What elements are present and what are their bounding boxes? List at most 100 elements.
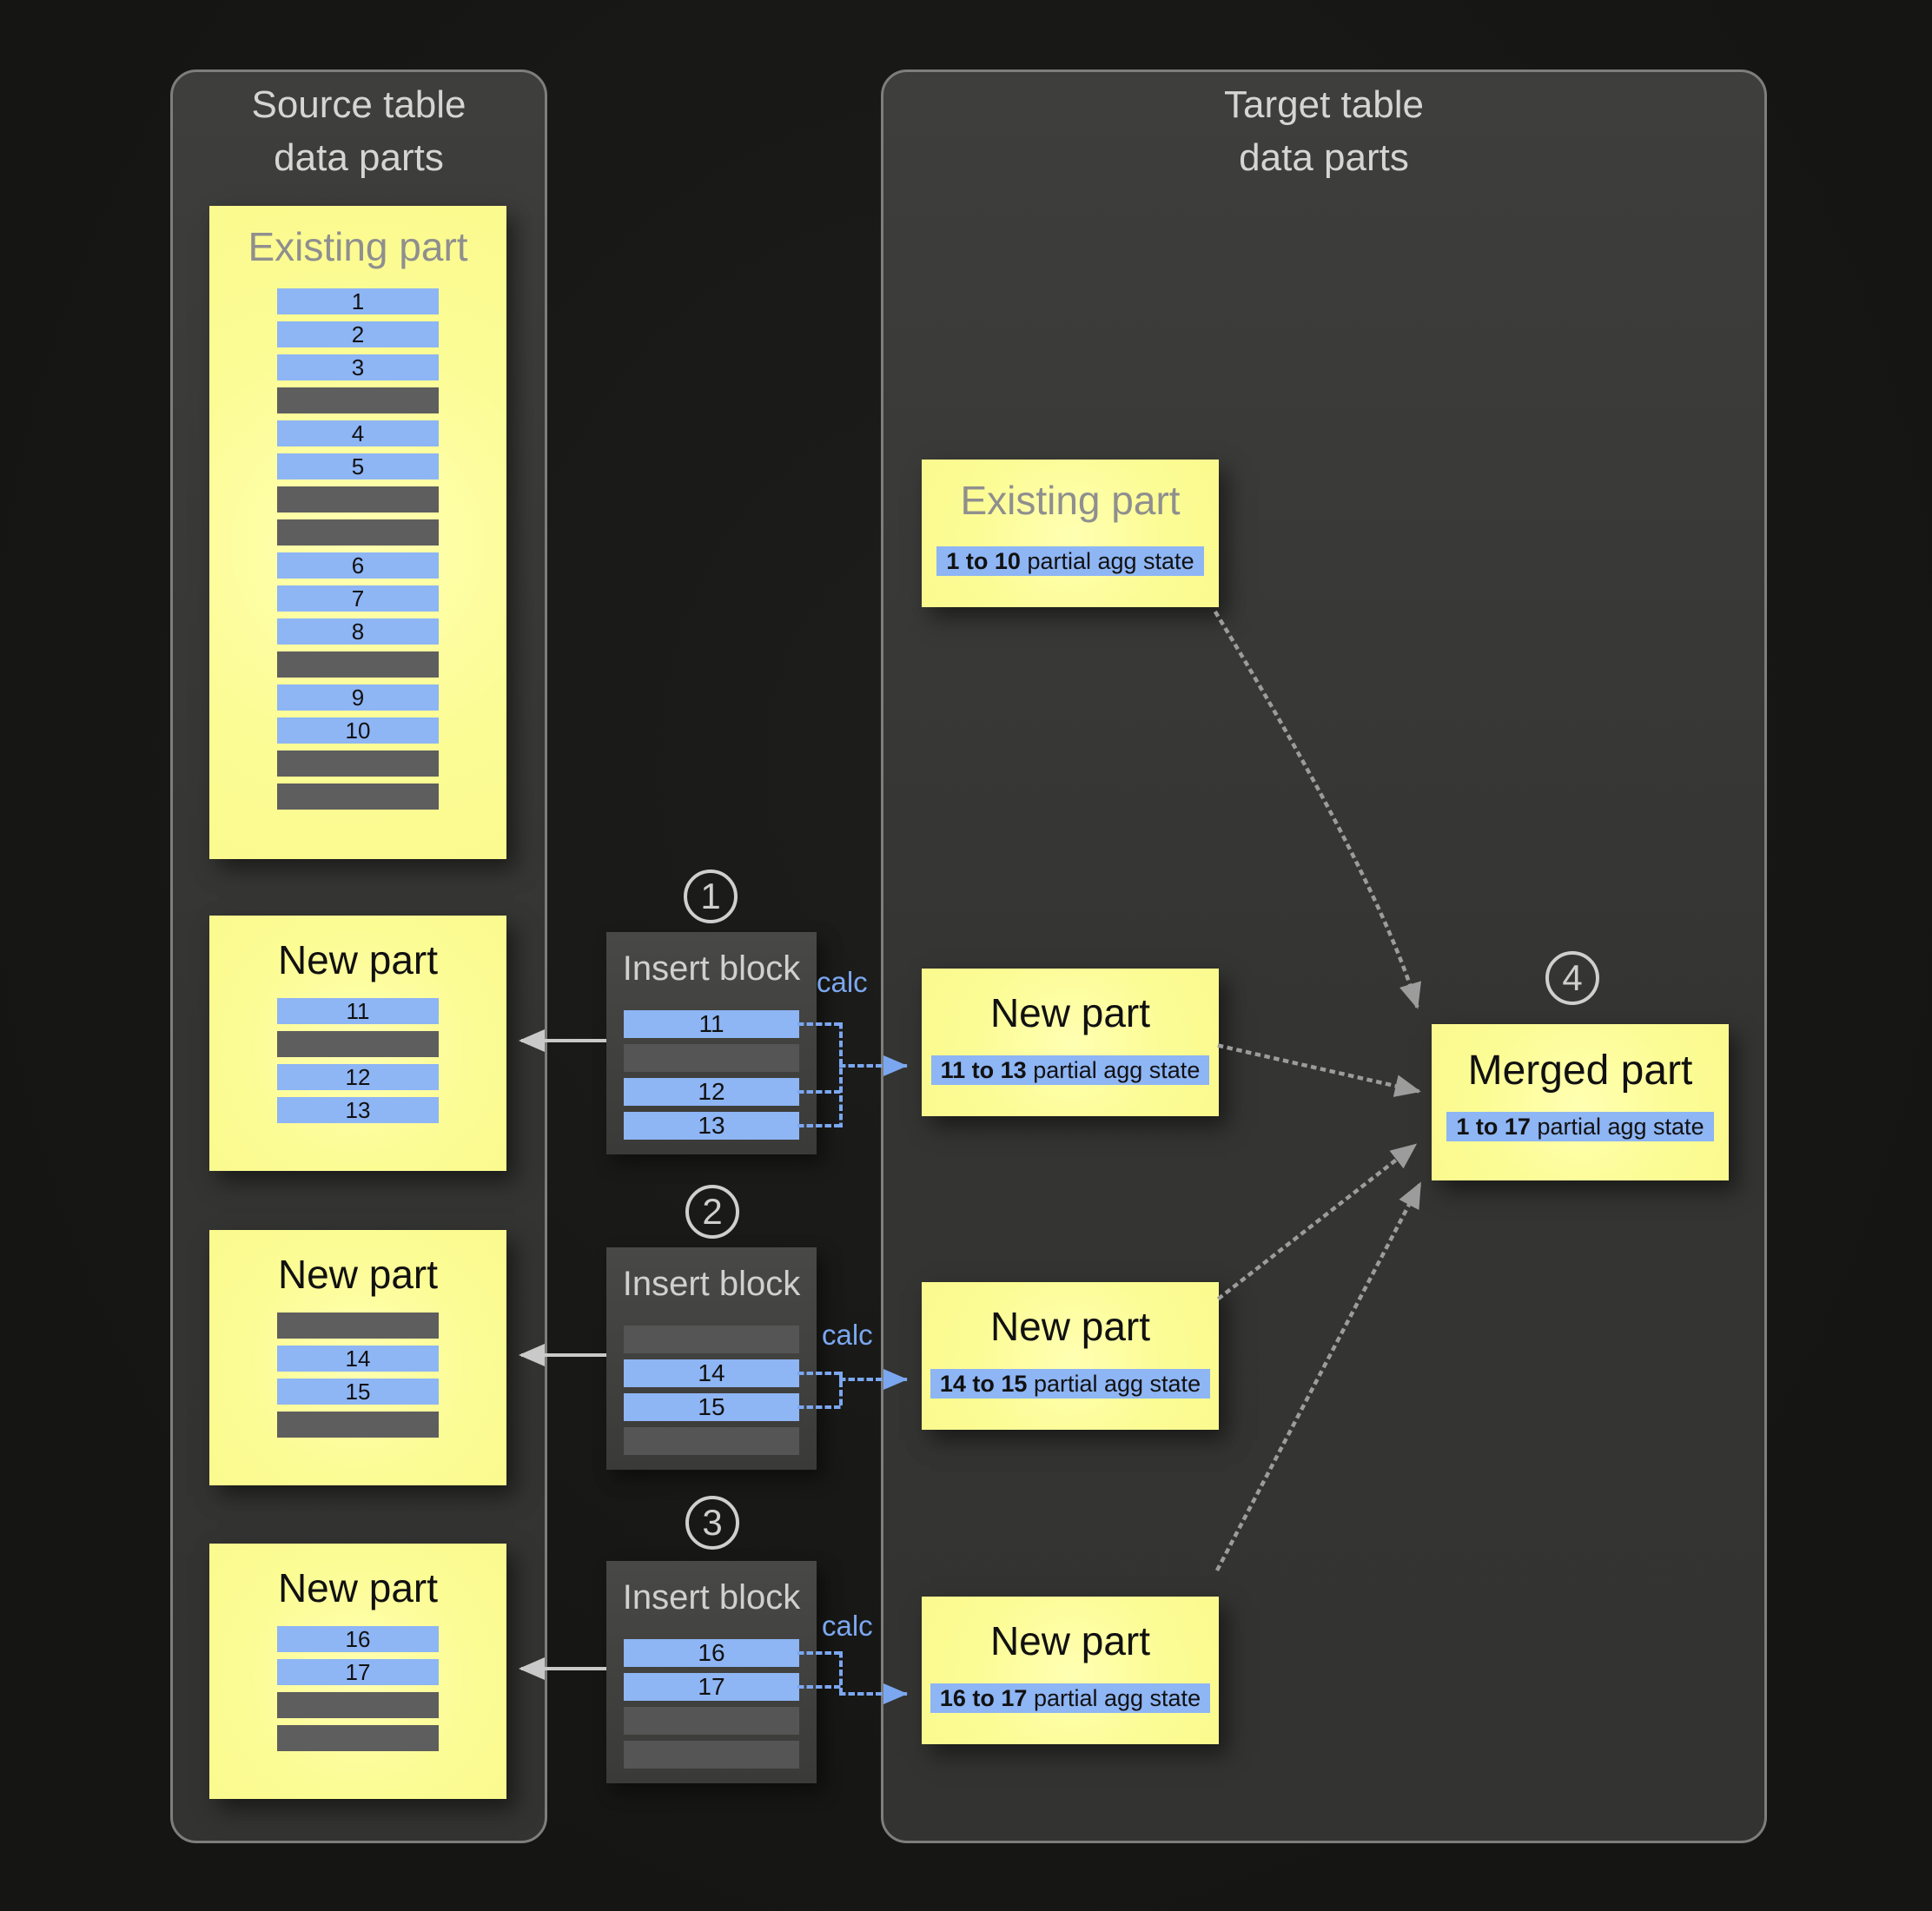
insert-block-3-title: Insert block <box>622 1578 801 1617</box>
source-panel-title: Source table data parts <box>173 79 545 184</box>
step-4-number: 4 <box>1562 957 1583 998</box>
target-new-part-2: New part 14 to 15 partial agg state <box>922 1282 1219 1430</box>
data-row: 4 <box>277 420 439 446</box>
target-merged-part-state: 1 to 17 partial agg state <box>1432 1112 1729 1141</box>
target-existing-part-title: Existing part <box>960 478 1181 523</box>
filler-row <box>277 651 439 678</box>
agg-state-text: partial agg state <box>1026 1057 1201 1083</box>
target-panel-title-line1: Target table <box>1224 83 1424 126</box>
data-row: 7 <box>277 585 439 612</box>
target-merged-part: Merged part 1 to 17 partial agg state <box>1432 1024 1729 1180</box>
target-merged-part-title: Merged part <box>1467 1048 1693 1094</box>
data-row: 10 <box>277 717 439 744</box>
source-panel-title-line2: data parts <box>274 136 444 179</box>
insert-block-2: Insert block 14 15 <box>606 1247 817 1470</box>
source-new-part-1-rows: 11 12 13 <box>277 998 439 1123</box>
filler-row <box>624 1707 799 1735</box>
source-new-part-1: New part 11 12 13 <box>209 916 506 1171</box>
target-panel-title-line2: data parts <box>1239 136 1409 179</box>
step-1-number: 1 <box>700 876 721 916</box>
target-new-part-2-state: 14 to 15 partial agg state <box>922 1369 1219 1399</box>
data-row: 12 <box>277 1064 439 1090</box>
data-row: 1 <box>277 288 439 314</box>
filler-row <box>624 1044 799 1072</box>
filler-row <box>277 387 439 413</box>
filler-row <box>624 1326 799 1353</box>
agg-state-pill: 16 to 17 partial agg state <box>930 1683 1211 1713</box>
step-3-number: 3 <box>702 1502 723 1543</box>
step-3-badge: 3 <box>685 1496 739 1550</box>
filler-row <box>277 1031 439 1057</box>
agg-state-range: 16 to 17 <box>939 1685 1028 1711</box>
agg-state-pill: 11 to 13 partial agg state <box>930 1055 1210 1085</box>
filler-row <box>277 1412 439 1438</box>
agg-state-range: 11 to 13 <box>940 1057 1027 1083</box>
data-row: 14 <box>624 1359 799 1387</box>
step-4-badge: 4 <box>1545 951 1599 1005</box>
source-new-part-1-title: New part <box>277 937 439 982</box>
filler-row <box>277 784 439 810</box>
data-row: 11 <box>277 998 439 1024</box>
step-2-number: 2 <box>702 1191 723 1232</box>
filler-row <box>277 486 439 512</box>
insert-block-2-title: Insert block <box>622 1265 801 1303</box>
agg-state-text: partial agg state <box>1027 1685 1201 1711</box>
data-row: 13 <box>624 1112 799 1140</box>
agg-state-pill: 1 to 17 partial agg state <box>1446 1112 1714 1141</box>
agg-state-pill: 14 to 15 partial agg state <box>930 1369 1211 1399</box>
step-2-badge: 2 <box>685 1185 739 1239</box>
filler-row <box>624 1427 799 1455</box>
source-new-part-2-title: New part <box>277 1252 439 1297</box>
target-new-part-3-title: New part <box>989 1618 1151 1663</box>
calc-label-3: calc <box>822 1610 873 1642</box>
data-row: 8 <box>277 618 439 645</box>
data-row: 16 <box>277 1626 439 1652</box>
source-panel-title-line1: Source table <box>251 83 466 126</box>
target-panel: Target table data parts Existing part 1 … <box>881 69 1767 1843</box>
filler-row <box>624 1741 799 1769</box>
agg-state-text: partial agg state <box>1020 548 1194 574</box>
filler-row <box>277 519 439 546</box>
calc-label-1: calc <box>817 966 868 998</box>
agg-state-pill: 1 to 10 partial agg state <box>936 546 1204 576</box>
filler-row <box>277 751 439 777</box>
insert-block-1-rows: 11 12 13 <box>624 1010 799 1140</box>
filler-row <box>277 1725 439 1751</box>
data-row: 2 <box>277 321 439 347</box>
calc-label-2: calc <box>822 1319 873 1351</box>
data-row: 9 <box>277 684 439 711</box>
data-row: 12 <box>624 1078 799 1106</box>
data-row: 14 <box>277 1346 439 1372</box>
target-new-part-1: New part 11 to 13 partial agg state <box>922 969 1219 1116</box>
target-panel-title: Target table data parts <box>883 79 1764 184</box>
agg-state-range: 1 to 17 <box>1456 1114 1531 1140</box>
data-row: 17 <box>277 1659 439 1685</box>
insert-block-1: Insert block 11 12 13 <box>606 932 817 1154</box>
target-new-part-3: New part 16 to 17 partial agg state <box>922 1597 1219 1744</box>
source-existing-part-title: Existing part <box>248 224 468 269</box>
data-row: 15 <box>624 1393 799 1421</box>
target-existing-state: 1 to 10 partial agg state <box>922 546 1219 576</box>
target-new-part-3-state: 16 to 17 partial agg state <box>922 1683 1219 1713</box>
insert-block-1-title: Insert block <box>622 949 801 988</box>
agg-state-text: partial agg state <box>1530 1114 1704 1140</box>
target-new-part-2-title: New part <box>989 1304 1151 1349</box>
data-row: 13 <box>277 1097 439 1123</box>
target-new-part-1-state: 11 to 13 partial agg state <box>922 1055 1219 1085</box>
data-row: 15 <box>277 1379 439 1405</box>
target-existing-part: Existing part 1 to 10 partial agg state <box>922 460 1219 607</box>
data-row: 11 <box>624 1010 799 1038</box>
data-row: 16 <box>624 1639 799 1667</box>
agg-state-text: partial agg state <box>1027 1371 1201 1397</box>
source-new-part-3-title: New part <box>277 1565 439 1610</box>
